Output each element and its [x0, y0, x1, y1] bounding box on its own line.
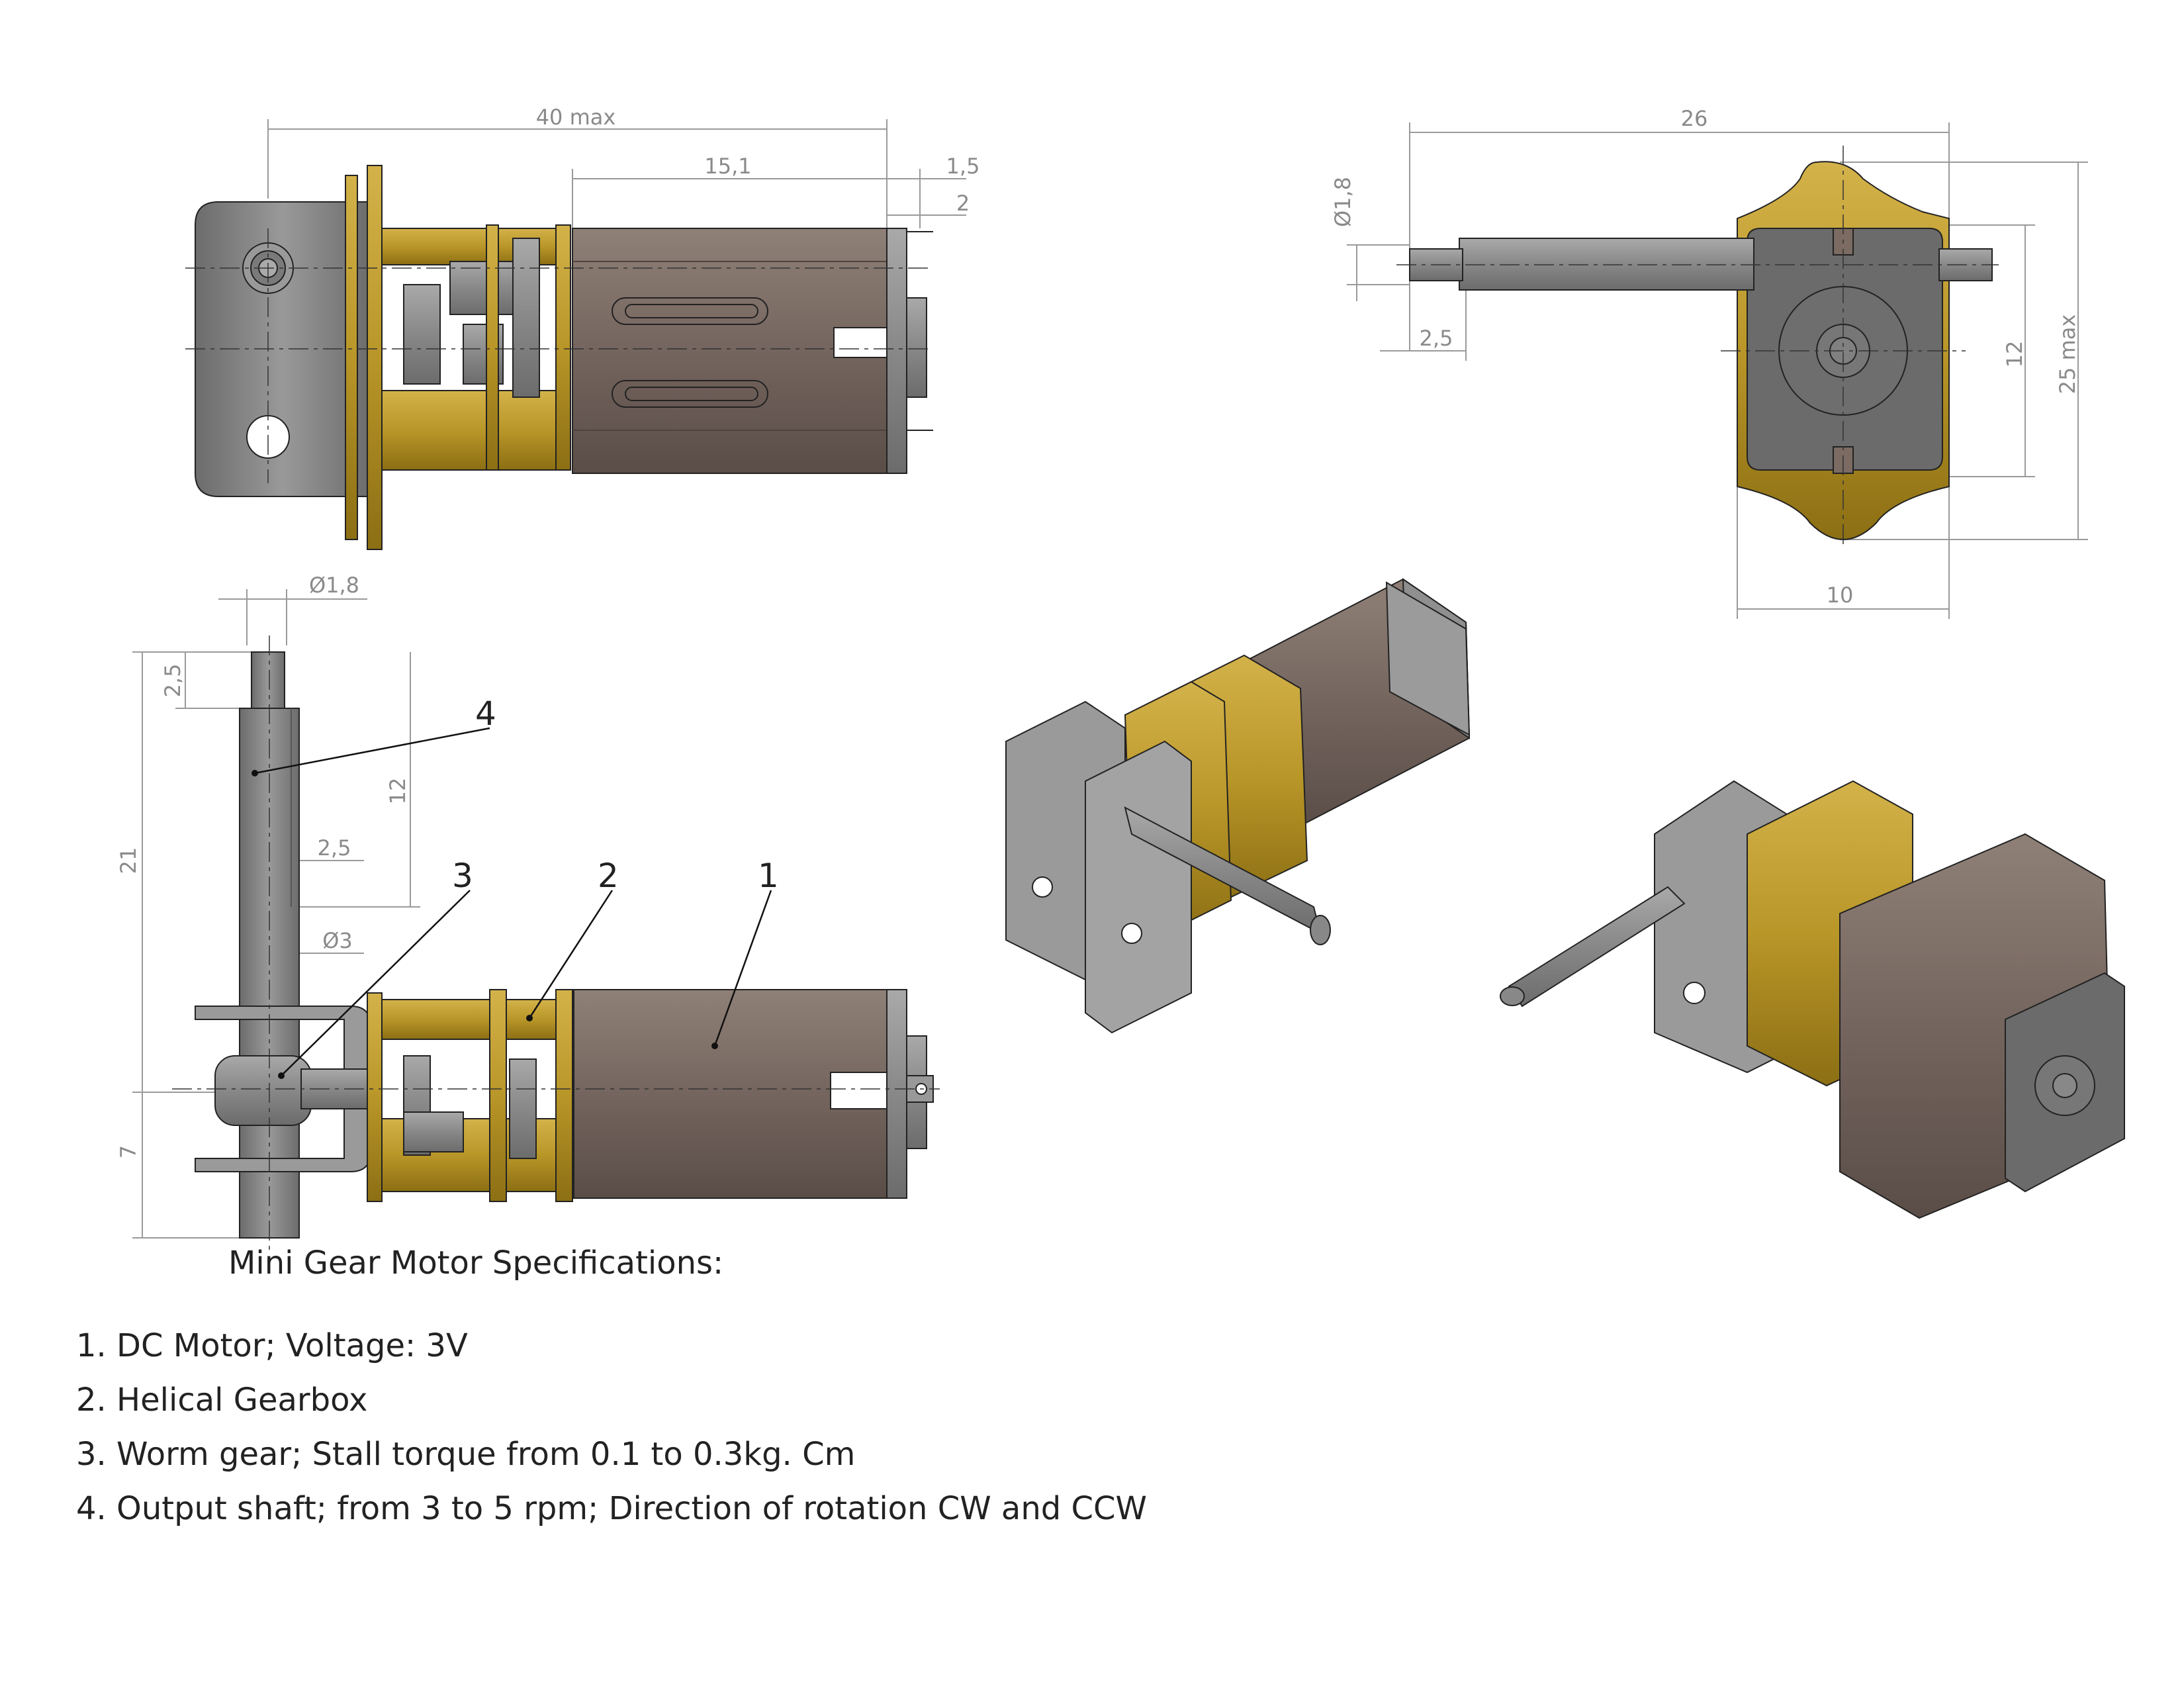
- end-view-dimensions: [1347, 122, 2088, 619]
- isometric-view-b: [1500, 780, 2125, 1219]
- motor-slot: [612, 297, 768, 325]
- end-output-shaft: [1459, 238, 1754, 291]
- dim-side-upper: 12: [385, 778, 410, 805]
- spec-title: Mini Gear Motor Specifications:: [228, 1244, 724, 1282]
- dim-end-shaft-dia: Ø1,8: [1330, 177, 1355, 227]
- spec-item-1: 1. DC Motor; Voltage: 3V: [76, 1327, 468, 1364]
- spec-item-2: 2. Helical Gearbox: [76, 1382, 368, 1419]
- dim-side-step: 2,5: [318, 835, 351, 861]
- dim-end-a: 1,5: [946, 154, 980, 179]
- dim-end-width: 26: [1681, 106, 1708, 131]
- side-output-tip: [251, 651, 285, 712]
- dim-end-base: 10: [1827, 583, 1854, 608]
- dim-end-height: 25 max: [2055, 314, 2080, 395]
- side-motor-cap: [886, 989, 907, 1199]
- side-view-dimensions: [132, 589, 420, 1239]
- side-view: Ø1,8 2,5 12 2,5 Ø3 21 7: [116, 573, 940, 1251]
- dim-side-tip: 2,5: [160, 664, 185, 698]
- top-view-dimensions: [267, 119, 966, 232]
- dim-motor-length: 15,1: [704, 154, 751, 179]
- callout-4: 4: [475, 694, 496, 733]
- isometric-view-a: [1005, 578, 1471, 1034]
- spec-list: 1. DC Motor; Voltage: 3V 2. Helical Gear…: [76, 1327, 1147, 1544]
- spec-item-3: 3. Worm gear; Stall torque from 0.1 to 0…: [76, 1436, 856, 1473]
- motor-end-cap: [886, 228, 907, 474]
- end-view: 26 Ø1,8 2,5 12 25 max 10: [1330, 106, 2088, 619]
- dim-end-inner: 12: [2002, 341, 2027, 368]
- dim-end-shaft-end: 2,5: [1420, 326, 1453, 351]
- side-worm-gear: [214, 1055, 312, 1126]
- callout-2: 2: [598, 857, 619, 895]
- dim-overall-length: 40 max: [536, 105, 616, 130]
- top-view: 40 max 15,1 1,5 2: [185, 105, 980, 550]
- callout-3: 3: [452, 857, 473, 895]
- dim-side-shaft-dia: Ø1,8: [309, 573, 359, 598]
- gearbox-flange: [345, 175, 358, 540]
- spec-item-4: 4. Output shaft; from 3 to 5 rpm; Direct…: [76, 1490, 1147, 1527]
- callout-1: 1: [758, 857, 779, 895]
- dim-end-b: 2: [956, 191, 970, 216]
- dim-side-body-dia: Ø3: [322, 928, 353, 953]
- dim-side-lower: 7: [116, 1145, 141, 1158]
- dim-side-total: 21: [116, 847, 141, 874]
